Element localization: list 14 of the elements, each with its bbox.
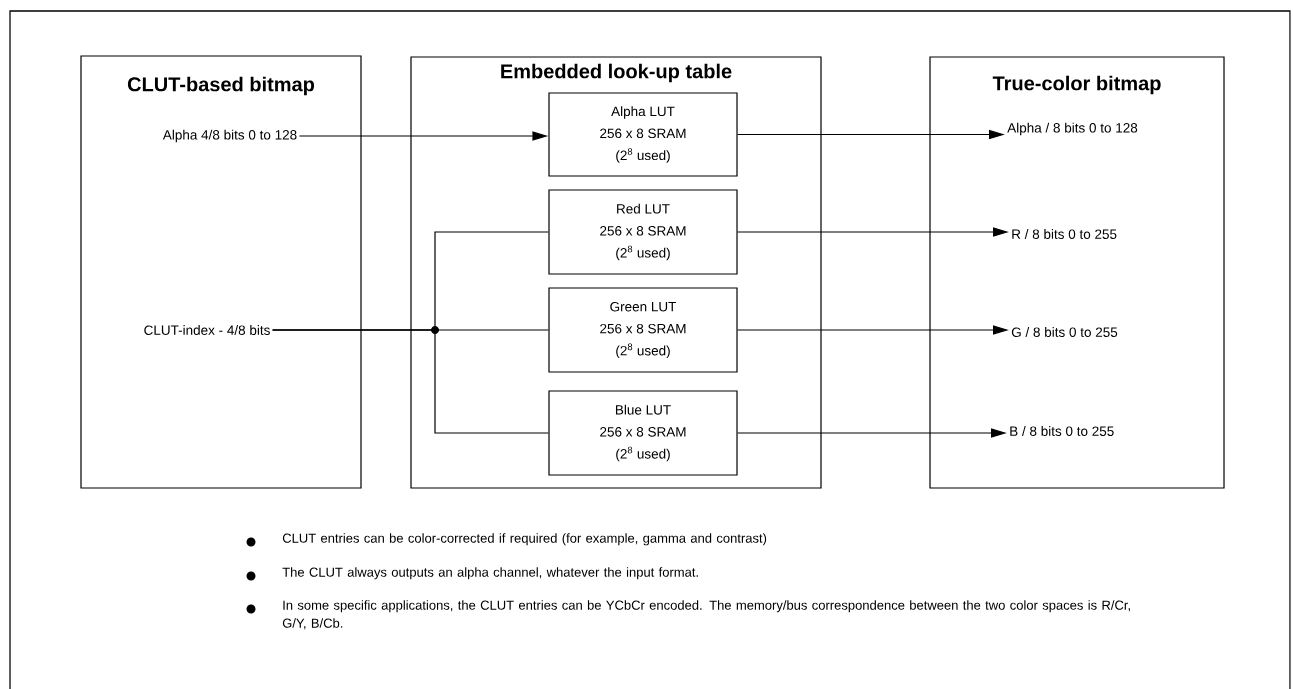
signal-label: Alpha 4/8 bits 0 to 128 — [162, 129, 297, 143]
lut-box: Green LUT 256 x 8 SRAM (2$^{8}$ used) — [548, 287, 738, 373]
note-text: The CLUT always outputs an alpha channel, whatever the input format. — [282, 567, 698, 580]
signal-label: G / 8 bits 0 to 255 — [1011, 327, 1118, 337]
signal-label: Alpha / 8 bits 0 to 128 — [1007, 122, 1138, 136]
lut-box: Red LUT 256 x 8 SRAM (2$^{8}$ used) — [548, 189, 738, 275]
lut-box: Blue LUT 256 x 8 SRAM (2$^{8}$ used) — [548, 390, 738, 476]
signal-label: CLUT-index - 4/8 bits — [144, 325, 270, 335]
note-text: CLUT entries can be color-corrected if required (for example, gamma and contrast) — [282, 533, 767, 546]
lut-box: Alpha LUT 256 x 8 SRAM (2$^{8}$ used) — [548, 92, 738, 177]
connector — [272, 329, 549, 434]
signal-label: B / 8 bits 0 to 255 — [1010, 426, 1114, 436]
note-text: In some specific applications, the CLUT entries can be YCbCr encoded. The memory/bus correspondence between the two color spaces is R/Cr, G/Y, B/Cb. — [282, 600, 1130, 630]
signal-label: R / 8 bits 0 to 255 — [1012, 229, 1117, 239]
